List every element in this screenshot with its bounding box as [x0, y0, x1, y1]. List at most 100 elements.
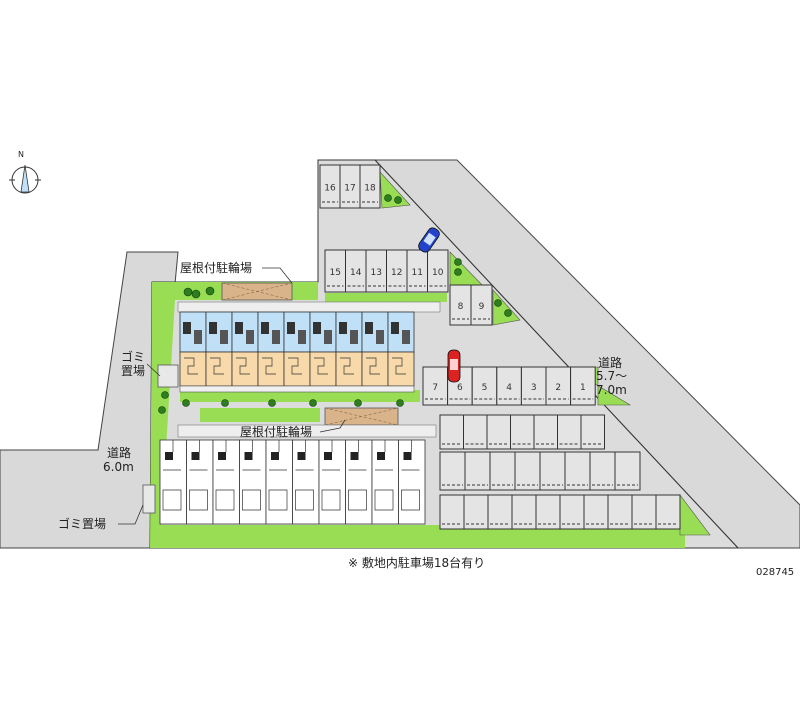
bike-shed-label: 屋根付駐輪場 [240, 425, 313, 439]
parking-number: 6 [457, 383, 463, 393]
parking-space: 17 [339, 164, 361, 209]
parking-space [514, 451, 541, 491]
parking-space [439, 494, 465, 530]
parking-number: 8 [458, 302, 464, 312]
apartment-unit [387, 311, 415, 387]
parking-space [463, 494, 489, 530]
parking-space [631, 494, 657, 530]
apartment-unit [205, 311, 233, 387]
apartment-unit [335, 311, 363, 387]
parking-space: 1 [570, 366, 596, 406]
parking-space [439, 451, 466, 491]
parking-space [607, 494, 633, 530]
garbage-area [157, 364, 179, 388]
apartment-unit [186, 439, 214, 525]
parking-number: 16 [324, 184, 336, 194]
apartment-unit [257, 311, 285, 387]
parking-space: 15 [324, 249, 346, 293]
apartment-unit [231, 311, 259, 387]
parking-space [539, 451, 566, 491]
apartment-unit [345, 439, 373, 525]
parking-space [559, 494, 585, 530]
road-width: 5.7～ [596, 369, 628, 383]
blue-car-icon [418, 227, 440, 253]
green-strip [160, 525, 685, 548]
parking-space [487, 494, 513, 530]
parking-number: 15 [330, 268, 341, 278]
north-compass-icon [9, 164, 41, 194]
apartment-unit [212, 439, 240, 525]
parking-number: 1 [580, 383, 586, 393]
parking-space [557, 414, 582, 450]
parking-space [583, 494, 609, 530]
parking-number: 13 [371, 268, 382, 278]
parking-note: ※ 敷地内駐車場18台有り [348, 556, 486, 570]
parking-number: 5 [482, 383, 488, 393]
parking-number: 3 [531, 383, 537, 393]
apartment-unit [398, 439, 426, 525]
road-width: 6.0m [103, 460, 134, 474]
parking-number: 2 [555, 383, 561, 393]
apartment-unit [159, 439, 187, 525]
parking-space: 5 [471, 366, 498, 406]
parking-space [464, 451, 491, 491]
parking-number: 9 [479, 302, 485, 312]
parking-space [564, 451, 591, 491]
green-triangle [492, 289, 521, 326]
green-strip [200, 408, 320, 422]
parking-space: 12 [386, 249, 408, 293]
parking-number: 11 [412, 268, 423, 278]
road-name: 道路 [598, 356, 623, 370]
compass-label: N [18, 150, 24, 159]
parking-space [614, 451, 641, 491]
parking-space [486, 414, 511, 450]
parking-number: 4 [506, 383, 512, 393]
green-strip [325, 293, 447, 302]
parking-space: 4 [496, 366, 522, 406]
apartment-unit [361, 311, 389, 387]
parking-space: 2 [545, 366, 572, 406]
parking-space [489, 451, 516, 491]
garbage-label: 置場 [121, 364, 146, 378]
parking-space: 11 [406, 249, 428, 293]
apartment-unit [283, 311, 311, 387]
parking-space: 18 [359, 164, 381, 209]
parking-space [510, 414, 535, 450]
garbage-area [142, 484, 156, 514]
garbage-label: ゴミ [121, 350, 146, 364]
garbage-label: ゴミ置場 [58, 517, 107, 531]
red-car-icon [447, 349, 461, 383]
parking-space: 14 [345, 249, 367, 293]
apartment-unit [239, 439, 267, 525]
parking-number: 18 [364, 184, 376, 194]
apartment-unit [292, 439, 320, 525]
parking-space [589, 451, 616, 491]
road-name: 道路 [107, 446, 132, 460]
parking-space [439, 414, 464, 450]
road-width: 7.0m [596, 383, 627, 397]
walkway [177, 424, 437, 438]
lower-building [159, 439, 426, 525]
parking-space: 13 [365, 249, 387, 293]
bike-shed-label: 屋根付駐輪場 [180, 261, 253, 275]
upper-building [179, 311, 415, 393]
parking-number: 12 [391, 268, 402, 278]
parking-space [533, 414, 558, 450]
parking-number: 17 [344, 184, 355, 194]
parking-space: 3 [520, 366, 547, 406]
apartment-unit [309, 311, 337, 387]
parking-number: 10 [432, 268, 444, 278]
apartment-unit [371, 439, 399, 525]
parking-space [463, 414, 488, 450]
property-code: 028745 [756, 567, 795, 578]
green-strip [150, 282, 318, 548]
parking-space [580, 414, 605, 450]
parking-space: 9 [470, 284, 493, 326]
parking-space: 16 [319, 164, 341, 209]
west-road [0, 251, 179, 549]
walkway [177, 301, 441, 313]
parking-number: 7 [432, 383, 438, 393]
parking-space [655, 494, 681, 530]
apartment-unit [179, 311, 207, 387]
